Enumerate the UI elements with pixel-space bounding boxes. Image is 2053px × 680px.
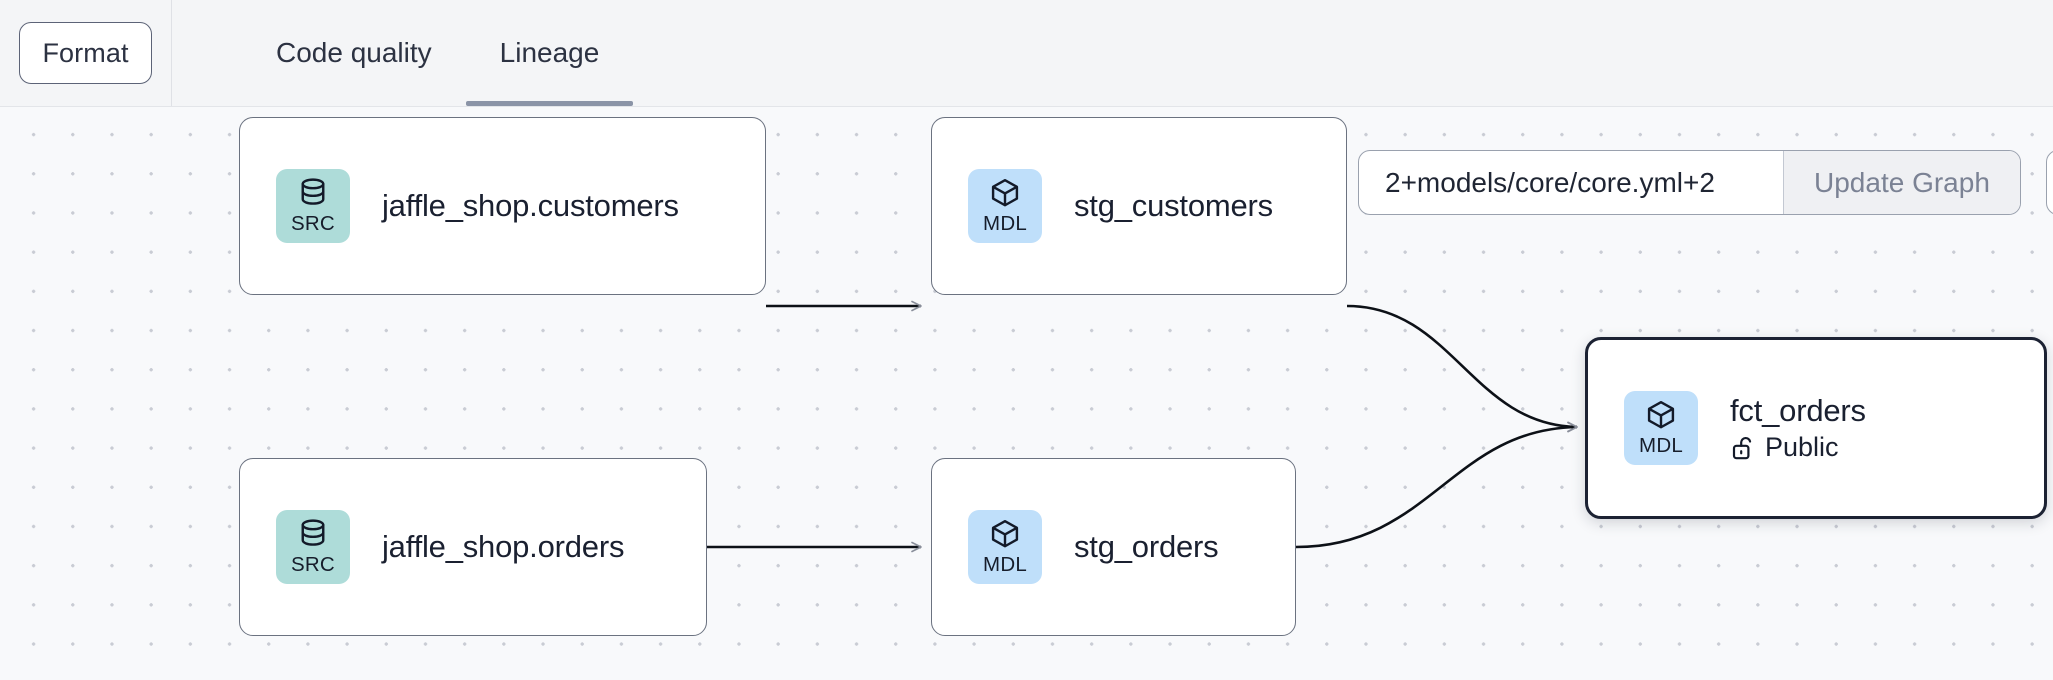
database-icon xyxy=(301,178,325,206)
node-body: stg_customers xyxy=(1074,188,1273,224)
edge-stg-customers-to-fct-orders xyxy=(1346,304,1578,433)
lineage-node-stg-customers[interactable]: MDL stg_customers xyxy=(931,117,1347,295)
node-access-label: Public xyxy=(1765,432,1839,463)
node-body: jaffle_shop.orders xyxy=(382,529,624,565)
graph-side-panel-partial[interactable] xyxy=(2046,150,2053,215)
badge-src: SRC xyxy=(276,510,350,584)
badge-mdl: MDL xyxy=(1624,391,1698,465)
tab-code-quality-label: Code quality xyxy=(276,37,432,68)
lineage-node-src-customers[interactable]: SRC jaffle_shop.customers xyxy=(239,117,766,295)
badge-mdl-label: MDL xyxy=(1639,434,1683,458)
cube-icon xyxy=(991,520,1019,548)
badge-mdl-label: MDL xyxy=(983,553,1027,577)
node-body: fct_orders Public xyxy=(1730,393,1866,464)
badge-mdl: MDL xyxy=(968,510,1042,584)
badge-mdl: MDL xyxy=(968,169,1042,243)
node-body: jaffle_shop.customers xyxy=(382,188,679,224)
node-body: stg_orders xyxy=(1074,529,1219,565)
tab-code-quality-underline xyxy=(242,101,466,106)
tab-code-quality[interactable]: Code quality xyxy=(242,0,466,106)
node-title: stg_customers xyxy=(1074,188,1273,224)
graph-selector-group: Update Graph xyxy=(1358,150,2021,215)
unlock-icon xyxy=(1732,437,1752,460)
graph-selector-input[interactable] xyxy=(1359,151,1783,214)
database-icon xyxy=(301,519,325,547)
badge-src-label: SRC xyxy=(291,553,335,577)
node-title: fct_orders xyxy=(1730,392,1866,428)
toolbar: Format Code quality Lineage xyxy=(0,0,2053,107)
cube-icon xyxy=(991,179,1019,207)
lineage-node-stg-orders[interactable]: MDL stg_orders xyxy=(931,458,1296,636)
lineage-node-fct-orders[interactable]: MDL fct_orders Public xyxy=(1585,337,2047,519)
format-button[interactable]: Format xyxy=(19,22,152,84)
badge-src: SRC xyxy=(276,169,350,243)
format-button-zone: Format xyxy=(0,0,172,106)
tab-bar: Code quality Lineage xyxy=(172,0,634,106)
tab-lineage[interactable]: Lineage xyxy=(465,0,634,106)
lineage-canvas[interactable]: SRC jaffle_shop.customers MDL stg_custom… xyxy=(0,107,2053,680)
badge-mdl-label: MDL xyxy=(983,212,1027,236)
node-title: stg_orders xyxy=(1074,529,1219,565)
update-graph-button[interactable]: Update Graph xyxy=(1783,151,2020,214)
node-access-row: Public xyxy=(1730,432,1866,463)
edge-stg-orders-to-fct-orders xyxy=(1295,421,1578,549)
tab-lineage-underline xyxy=(465,101,634,106)
badge-src-label: SRC xyxy=(291,212,335,236)
cube-icon xyxy=(1647,401,1675,429)
node-title: jaffle_shop.orders xyxy=(382,529,625,565)
tab-lineage-label: Lineage xyxy=(499,37,600,68)
lineage-node-src-orders[interactable]: SRC jaffle_shop.orders xyxy=(239,458,707,636)
node-title: jaffle_shop.customers xyxy=(382,188,679,224)
